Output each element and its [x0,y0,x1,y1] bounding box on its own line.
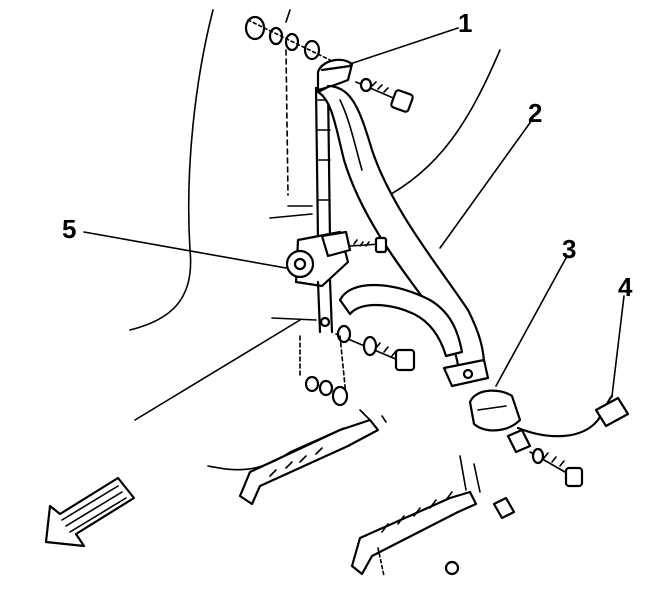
lower-anchor-plate [442,358,490,388]
mid-anchor-dash-lines [269,49,313,219]
callout-3: 3 [562,234,576,264]
upper-anchor-fastener-stack [244,15,331,61]
retractor-bolt [349,236,388,254]
height-adjuster-rail [314,84,332,242]
buckle-wire-harness [516,394,630,438]
retractor-assembly [285,230,352,334]
upper-bolt [355,77,414,113]
callout-leader-lines [83,27,625,397]
upper-guide-d-ring [316,58,354,92]
callout-1: 1 [458,8,472,38]
left-seat-track [207,409,387,506]
lower-retractor-fastener [271,317,416,372]
loose-clips [444,496,516,576]
callout-4: 4 [618,272,633,302]
lap-belt-loop [338,284,464,358]
right-seat-track [350,455,481,577]
callout-2: 2 [528,98,542,128]
seat-anchor-washer-stack [299,335,349,407]
callout-5: 5 [62,214,76,244]
buckle-bolt [529,447,584,488]
front-direction-arrow-icon [44,476,136,548]
body-panel-outline [129,9,501,421]
buckle-assembly [468,389,532,454]
